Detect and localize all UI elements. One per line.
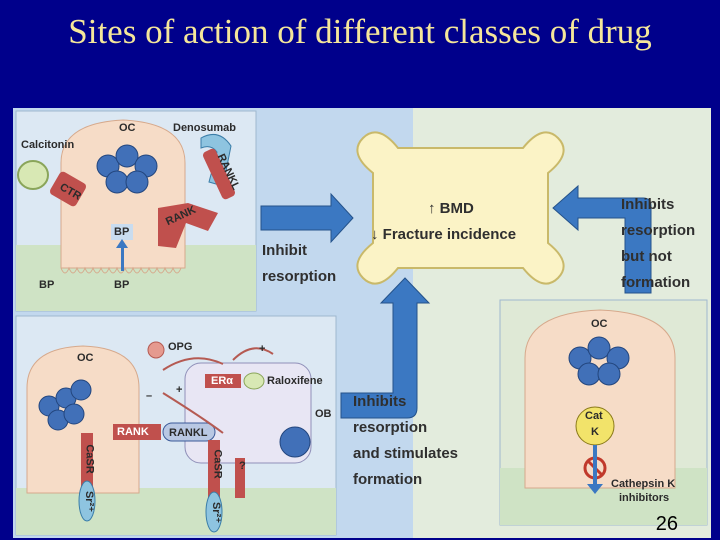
casr-label: CaSR xyxy=(211,449,224,479)
opg-label: OPG xyxy=(168,341,193,353)
q-label: ? xyxy=(239,460,246,472)
bmd-label: ↑ BMD xyxy=(428,200,474,217)
page-number: 26 xyxy=(655,513,678,535)
plus-sign: + xyxy=(259,343,266,355)
minus-sign: – xyxy=(146,390,153,402)
inhibits-stimulates-text: Inhibits resorption and stimulates forma… xyxy=(353,389,458,493)
oc-label: OC xyxy=(591,318,608,330)
cat-label: Cat xyxy=(585,410,603,422)
diagram-figure: ↑ BMD ↓ Fracture incidence Inhibit resor… xyxy=(13,108,711,538)
arrow-left xyxy=(260,192,354,244)
calcitonin-label: Calcitonin xyxy=(21,139,75,151)
strontium-label: Sr²⁺ xyxy=(210,501,223,524)
bottom-line: and stimulates xyxy=(353,445,459,462)
inhibitors-label: inhibitors xyxy=(619,492,670,504)
cathepsin-label: Cathepsin K xyxy=(611,478,676,490)
right-line: formation xyxy=(621,274,691,291)
er-alpha-label: ERα xyxy=(211,375,234,387)
bp-label: BP xyxy=(39,279,55,291)
casr-label: CaSR xyxy=(83,444,96,474)
bottom-line: resorption xyxy=(353,419,428,436)
arrow-bottom xyxy=(340,277,431,419)
oc-label: OC xyxy=(77,352,94,364)
inhibit-text: Inhibit resorption xyxy=(262,238,336,290)
right-line: Inhibits xyxy=(621,196,675,213)
diagram-graphics xyxy=(13,108,711,538)
inhibits-not-formation-text: Inhibits resorption but not formation xyxy=(621,192,695,296)
inhibit-line: Inhibit xyxy=(262,242,307,259)
strontium-label: Sr²⁺ xyxy=(83,490,96,513)
raloxifene-label: Raloxifene xyxy=(267,375,323,387)
rankl-label: RANKL xyxy=(169,427,208,439)
oc-label: OC xyxy=(119,122,136,134)
panel-right xyxy=(499,299,708,526)
panel-bottom-left xyxy=(15,315,337,536)
ob-label: OB xyxy=(315,408,332,420)
bottom-line: Inhibits xyxy=(353,393,407,410)
bp-label: BP xyxy=(114,279,130,291)
k-label: K xyxy=(591,426,599,438)
right-line: resorption xyxy=(621,222,696,239)
panel-top-left xyxy=(15,110,257,312)
bottom-line: formation xyxy=(353,471,423,488)
slide-title: Sites of action of different classes of … xyxy=(68,12,652,51)
fracture-label: ↓ Fracture incidence xyxy=(371,226,517,243)
denosumab-label: Denosumab xyxy=(173,122,236,134)
arrow-right xyxy=(552,184,652,294)
right-line: but not xyxy=(621,248,672,265)
inhibit-line: resorption xyxy=(262,268,337,285)
bone-shape xyxy=(356,131,565,285)
plus-sign: + xyxy=(176,384,183,396)
rank-label: RANK xyxy=(117,426,149,438)
bp-label: BP xyxy=(114,226,130,238)
